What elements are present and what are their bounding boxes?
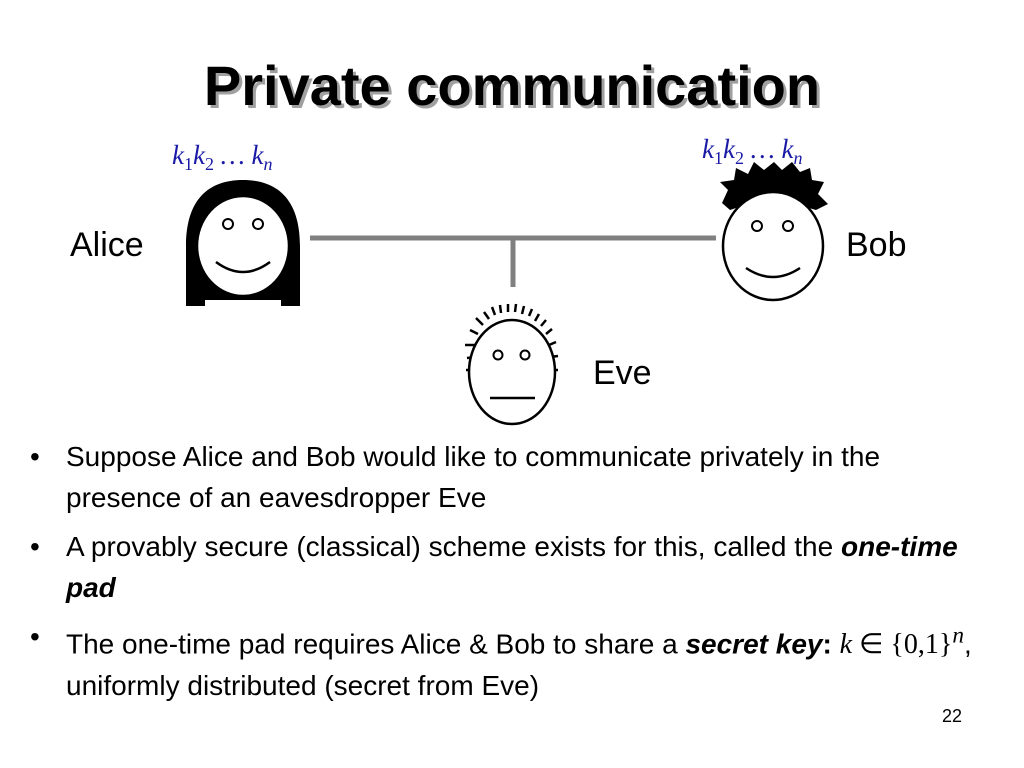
secret-key-term: secret key [685,628,823,660]
bullet-text: The one-time pad requires Alice & Bob to… [66,628,686,660]
bullet-text: A provably secure (classical) scheme exi… [66,531,841,562]
key-sub-2: 2 [734,148,744,168]
formula-variable: k [839,629,853,661]
bullet-text: , uniformly distributed (secret from Eve… [66,628,972,702]
bob-label: Bob [846,226,907,264]
key-sub-1: 1 [183,154,193,174]
formula-set: {0,1} [890,629,953,661]
key-ellipsis: … [743,134,782,164]
bullet-colon: : [822,628,832,660]
eve-face-icon [465,303,559,426]
key-symbol: k [781,134,794,164]
eve-label: Eve [593,354,652,392]
bob-key-sequence: k1k2 … kn [702,134,802,169]
key-ellipsis: … [213,140,252,170]
key-symbol: k [251,140,264,170]
key-sub-n: n [793,148,803,168]
bullet-text: Suppose Alice and Bob would like to comm… [66,441,881,513]
key-symbol: k [192,140,205,170]
one-time-pad-term: one-time pad [66,531,958,603]
bullet-marker: • [30,531,40,562]
key-symbol: k [722,134,735,164]
key-space-formula: k ∈ {0,1}n [839,623,964,661]
bullet-item: • A provably secure (classical) scheme e… [30,526,990,608]
alice-face-icon [186,180,300,306]
bullet-list: • Suppose Alice and Bob would like to co… [30,436,990,714]
bullet-marker: • [30,441,40,472]
formula-element-of: ∈ [852,629,891,661]
formula-exponent: n [952,623,964,649]
key-sub-2: 2 [204,154,214,174]
key-symbol: k [172,140,184,170]
bullet-item: • The one-time pad requires Alice & Bob … [30,616,990,706]
key-sub-1: 1 [713,148,723,168]
bob-face-icon [720,162,828,302]
page-number: 22 [941,706,962,726]
slide-title: Private communication [203,54,821,117]
alice-key-sequence: k1k2 … kn [172,140,272,175]
bullet-item: • Suppose Alice and Bob would like to co… [30,436,990,518]
alice-label: Alice [70,226,144,264]
key-sub-n: n [263,154,273,174]
key-symbol: k [702,134,714,164]
bullet-marker: • [30,621,40,652]
communication-diagram [186,162,828,426]
